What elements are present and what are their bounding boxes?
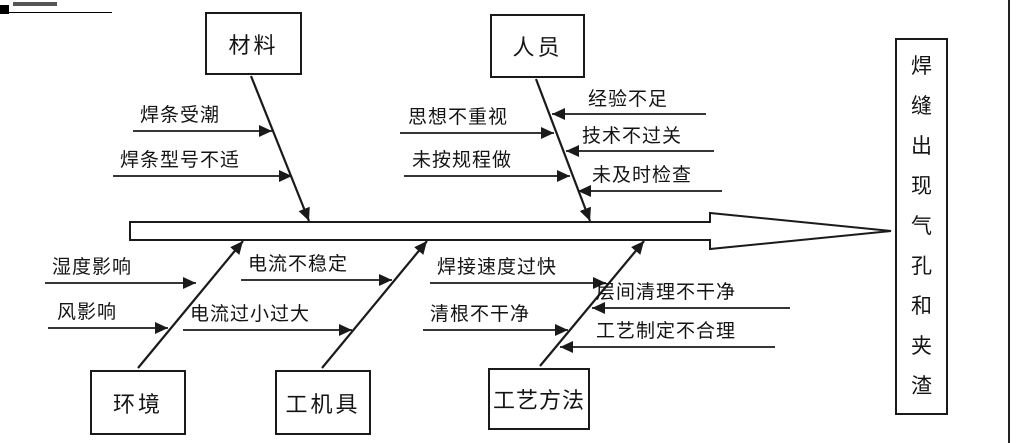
cause-label-method-left-0: 焊接速度过快 [437, 256, 558, 278]
cause-label-material-0: 焊条受潮 [140, 104, 221, 126]
environment-branch-line [137, 240, 244, 369]
category-label-method: 工艺方法 [492, 389, 585, 414]
tools-branch-line [321, 240, 428, 369]
cause-label-personnel-left-0: 思想不重视 [408, 106, 509, 128]
category-label-personnel: 人员 [512, 36, 563, 61]
cause-label-personnel-right-2: 未及时检查 [592, 164, 693, 186]
cause-label-method-right-0: 层间清理不干净 [596, 281, 737, 303]
effect-box: 焊缝出现气孔和夹渣 [895, 38, 948, 415]
cause-label-method-left-1: 清根不干净 [430, 303, 531, 325]
cause-label-environment-0: 湿度影响 [52, 256, 133, 278]
category-label-material: 材料 [228, 33, 279, 59]
category-box-method: 工艺方法 [488, 368, 590, 430]
spine-arrow [129, 211, 892, 251]
cause-label-personnel-right-0: 经验不足 [588, 88, 669, 110]
cause-label-tools-0: 电流不稳定 [248, 253, 349, 275]
category-box-personnel: 人员 [490, 14, 585, 78]
category-label-tools: 工机具 [285, 392, 361, 418]
scan-artifact-smudge [13, 2, 57, 6]
cause-label-method-right-1: 工艺制定不合理 [596, 320, 737, 342]
cause-label-material-1: 焊条型号不适 [120, 149, 241, 171]
category-label-environment: 环境 [112, 392, 163, 418]
cause-label-tools-1: 电流过小过大 [190, 303, 311, 325]
personnel-branch-line [534, 78, 592, 222]
material-branch-line [249, 75, 311, 222]
category-box-material: 材料 [205, 12, 302, 75]
scan-artifact-square [0, 5, 9, 14]
category-box-tools: 工机具 [275, 370, 371, 435]
effect-label: 焊缝出现气孔和夹渣 [911, 54, 932, 398]
cause-label-environment-1: 风影响 [57, 301, 118, 323]
category-box-environment: 环境 [90, 370, 186, 435]
cause-label-personnel-right-1: 技术不过关 [582, 125, 683, 147]
scan-artifact-top-line [0, 12, 112, 13]
cause-label-personnel-left-1: 未按规程做 [412, 149, 513, 171]
scan-artifact-right-edge-line [1008, 0, 1010, 443]
